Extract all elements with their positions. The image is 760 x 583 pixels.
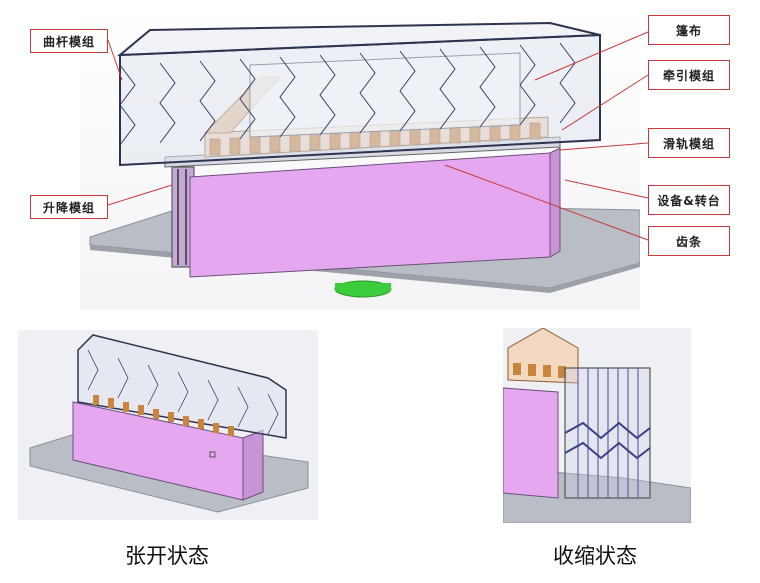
main-3d-render: [80, 5, 640, 310]
label-traction-module: 牵引模组: [648, 60, 730, 90]
collapsed-render-drawing: [503, 328, 691, 523]
label-rack: 齿条: [648, 226, 730, 256]
caption-expanded: 张开状态: [125, 544, 209, 568]
collapsed-crank-frame: [564, 367, 651, 499]
label-lift-module: 升降模组: [30, 195, 108, 219]
label-crank-module: 曲杆模组: [30, 29, 108, 53]
caption-collapsed: 收缩状态: [553, 544, 637, 568]
collapsed-state-render: [503, 328, 691, 523]
expanded-render-drawing: [29, 334, 309, 513]
label-equipment-turntable: 设备&转台: [648, 185, 730, 215]
label-rail-module: 滑轨模组: [648, 128, 730, 158]
label-canopy: 篷布: [648, 15, 730, 45]
main-render-drawing: [89, 21, 640, 298]
expanded-state-render: [18, 330, 318, 520]
canopy-enclosure: [117, 21, 601, 167]
collapsed-cabinet: [503, 387, 559, 499]
collapsed-truss: [507, 328, 579, 384]
